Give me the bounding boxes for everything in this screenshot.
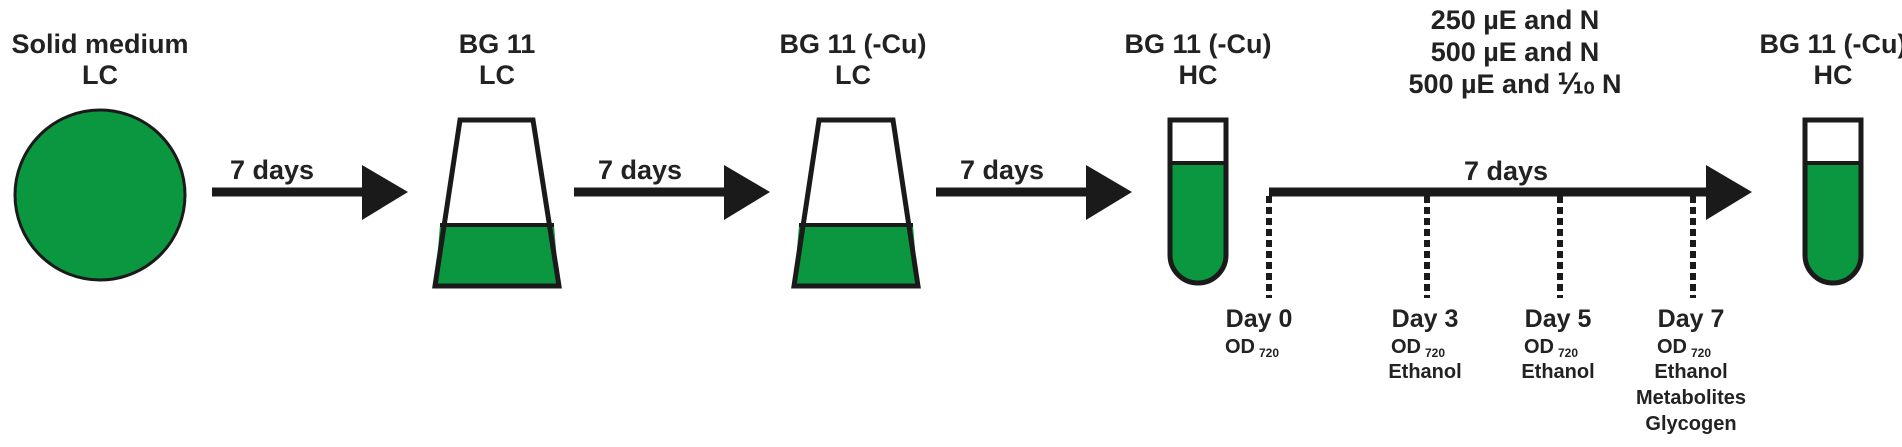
stage-2-co2: LC: [479, 60, 515, 90]
arrow-1-label: 7 days: [230, 155, 314, 185]
tube-1-outline: [1167, 117, 1229, 286]
timepoint-day-0: Day 0: [1226, 305, 1293, 333]
stage-4-title: BG 11 (-Cu): [1124, 29, 1271, 59]
day-3-od: OD: [1391, 336, 1421, 358]
timepoint-day-5: Day 5: [1525, 305, 1592, 333]
arrow-2-head: [724, 165, 770, 220]
stage-2-title: BG 11: [459, 29, 536, 59]
day-5-od: OD: [1524, 336, 1554, 358]
condition-3: 500 µE and ⅒ N: [1408, 69, 1621, 99]
condition-2: 500 µE and N: [1431, 37, 1600, 67]
arrow-4-label: 7 days: [1464, 156, 1548, 186]
flask-2-culture: [794, 225, 918, 286]
tube-2-culture: [1805, 163, 1861, 283]
tube-1-culture: [1170, 163, 1226, 283]
arrow-1-head: [362, 165, 408, 220]
flask-1-outline: [432, 117, 562, 289]
flask-2-outline: [791, 117, 921, 289]
day-7-od-subscript: 720: [1691, 346, 1711, 360]
tube-2-outline: [1802, 117, 1864, 286]
timeline-arrow-head: [1706, 165, 1752, 220]
flask-1-culture: [435, 225, 559, 286]
stage-3-co2: LC: [835, 60, 871, 90]
stage-1-co2: LC: [82, 60, 118, 90]
stage-3-title: BG 11 (-Cu): [779, 29, 926, 59]
timepoint-day-3: Day 3: [1392, 305, 1459, 333]
condition-1: 250 µE and N: [1431, 5, 1600, 35]
stage-1-title: Solid medium: [11, 29, 188, 59]
arrow-3-label: 7 days: [960, 155, 1044, 185]
timepoint-day-7: Day 7: [1658, 305, 1725, 333]
day-7-measure-glycogen: Glycogen: [1645, 413, 1736, 435]
day-5-measure-ethanol: Ethanol: [1521, 361, 1594, 383]
day-0-od-subscript: 720: [1259, 346, 1279, 360]
stage-4-co2: HC: [1179, 60, 1218, 90]
day-7-measure-metabolites: Metabolites: [1636, 387, 1746, 409]
day-0-od: OD: [1225, 336, 1255, 358]
stage-5-title: BG 11 (-Cu): [1759, 29, 1902, 59]
day-3-od-subscript: 720: [1425, 346, 1445, 360]
day-7-od: OD: [1657, 336, 1687, 358]
arrow-3-head: [1086, 165, 1132, 220]
day-5-od-subscript: 720: [1558, 346, 1578, 360]
solid-medium-plate: [13, 108, 187, 282]
arrow-2-label: 7 days: [598, 155, 682, 185]
day-7-measure-ethanol: Ethanol: [1654, 361, 1727, 383]
stage-5-co2: HC: [1814, 60, 1853, 90]
day-3-measure-ethanol: Ethanol: [1388, 361, 1461, 383]
